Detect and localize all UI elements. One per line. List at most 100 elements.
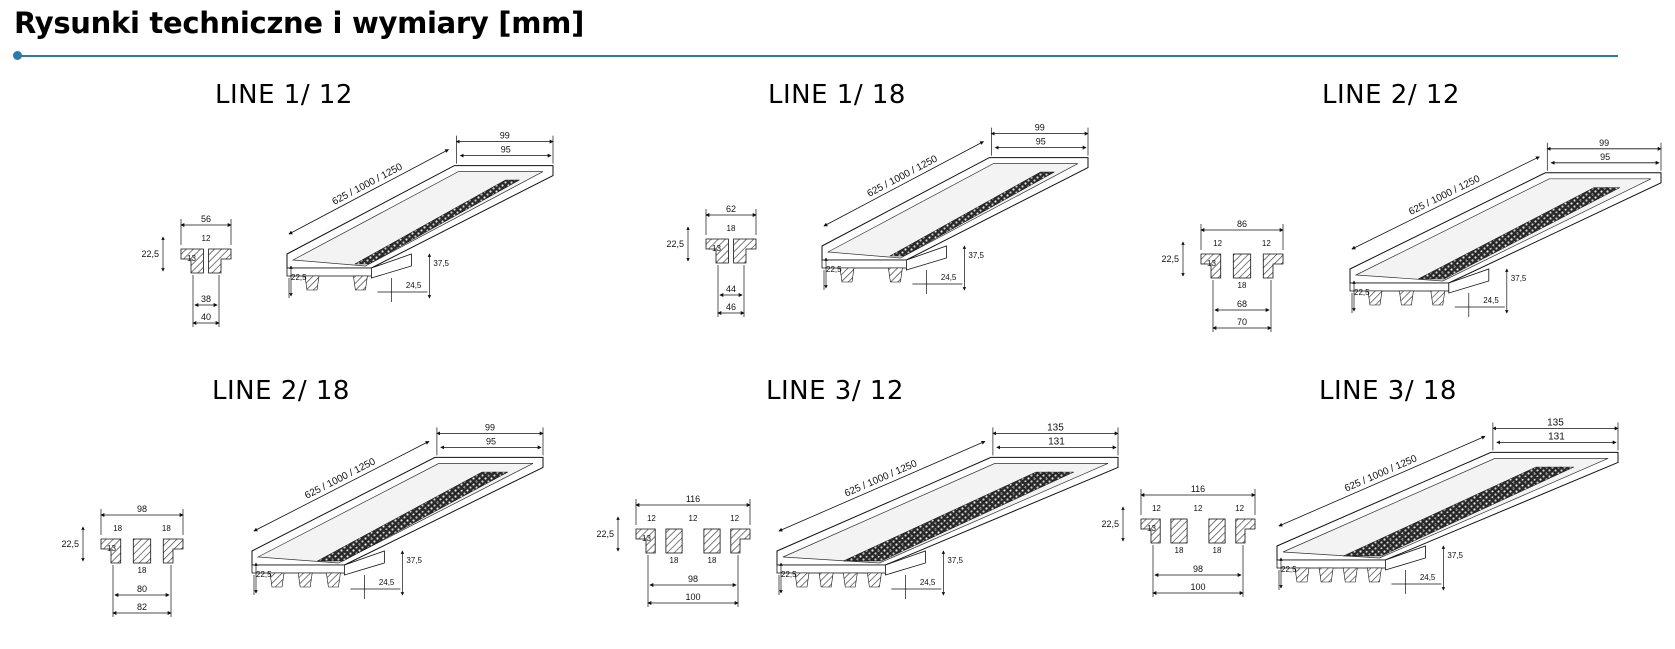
- dim-depth: 13: [187, 254, 196, 263]
- dim-top-width: 116: [1191, 484, 1205, 494]
- dim-height: 22,5: [141, 249, 159, 259]
- dim-total-height: 37,5: [433, 259, 449, 268]
- dim-top-width: 116: [686, 494, 700, 504]
- dim-gap: 12: [647, 514, 656, 523]
- section-left-flange: [1140, 518, 1161, 544]
- grate-front-foot: [818, 572, 834, 588]
- panel-title-line-3-18: LINE 3/ 18: [1319, 376, 1457, 406]
- dim-rib: 18: [670, 556, 679, 565]
- section-rib: [1208, 518, 1226, 544]
- grate-front-foot: [1318, 567, 1334, 583]
- dim-base-height: 24,5: [1420, 573, 1436, 582]
- section-rib: [703, 528, 721, 554]
- panel-title-line-2-12: LINE 2/ 12: [1322, 80, 1460, 110]
- dim-height: 22,5: [61, 539, 79, 549]
- dim-length-line: [1278, 435, 1486, 527]
- dim-depth: 13: [1207, 259, 1216, 268]
- grate-front-foot: [839, 267, 855, 283]
- dim-gap: 18: [113, 524, 122, 533]
- section-right-flange: [1262, 253, 1284, 279]
- dim-base-height: 24,5: [1483, 296, 1499, 305]
- dim-outer-width: 135: [1547, 417, 1564, 428]
- dim-inner-bottom: 80: [137, 584, 147, 594]
- section-rib: [1170, 518, 1188, 544]
- dim-outer-width: 99: [1599, 138, 1609, 148]
- dim-rib: 18: [1238, 281, 1247, 290]
- dim-top-width: 86: [1237, 219, 1247, 229]
- dim-outer-bottom: 70: [1237, 317, 1247, 327]
- grate-front-foot: [1367, 567, 1382, 583]
- dim-total-height: 37,5: [968, 251, 984, 260]
- panel-title-line-3-12: LINE 3/ 12: [766, 376, 904, 406]
- dim-rib: 18: [1213, 546, 1222, 555]
- dim-outer-bottom: 40: [201, 312, 211, 322]
- dim-height: 22,5: [666, 239, 684, 249]
- dim-length-line: [253, 441, 430, 532]
- grate-side-step: [885, 550, 926, 576]
- section-rib: [132, 538, 152, 564]
- title-rule: [18, 55, 1618, 57]
- section-rib: [665, 528, 683, 554]
- dim-length-line: [778, 440, 986, 532]
- grate-side-step: [906, 245, 947, 271]
- dim-outer-bottom: 82: [137, 602, 147, 612]
- grate-side-step: [344, 550, 385, 576]
- dim-outer-bottom: 100: [685, 592, 700, 602]
- dim-edge-height: 22,5: [1354, 288, 1370, 297]
- dim-height: 22,5: [1161, 254, 1179, 264]
- dim-rib: 18: [138, 566, 147, 575]
- panel-title-line-1-18: LINE 1/ 18: [768, 80, 906, 110]
- dim-outer-width: 99: [500, 131, 510, 141]
- cross-section-line-1-12: 56 12 22,5 13 38 40: [141, 214, 232, 327]
- section-right-flange: [730, 528, 751, 554]
- dim-inner-bottom: 98: [1193, 564, 1203, 574]
- grate-front-foot: [794, 572, 810, 588]
- dim-rib: 18: [1175, 546, 1184, 555]
- grate-front-foot: [269, 572, 285, 588]
- dim-gap: 12: [730, 514, 739, 523]
- section-left-flange: [635, 528, 656, 554]
- dim-outer-width: 99: [485, 422, 495, 432]
- dim-inner-bottom: 98: [688, 574, 698, 584]
- section-left-flange: [705, 238, 729, 264]
- grate-front-foot: [1399, 290, 1414, 306]
- dim-gap: 12: [1235, 504, 1244, 513]
- section-right-flange: [733, 238, 757, 264]
- dim-edge-height: 22,5: [781, 570, 797, 579]
- dim-depth: 13: [107, 544, 116, 553]
- page-title: Rysunki techniczne i wymiary [mm]: [14, 6, 585, 40]
- dim-gap: 12: [1194, 504, 1203, 513]
- section-right-flange: [162, 538, 184, 564]
- section-left-flange: [1200, 253, 1222, 279]
- grate-front-foot: [1342, 567, 1358, 583]
- dim-inner-bottom: 38: [201, 294, 211, 304]
- dim-edge-height: 22,5: [1281, 565, 1297, 574]
- section-left-flange: [180, 248, 204, 274]
- dim-gap: 18: [727, 224, 736, 233]
- dim-inner-width: 95: [1036, 137, 1046, 147]
- dim-gap: 12: [1213, 239, 1222, 248]
- grate-front-foot: [1430, 290, 1446, 306]
- dim-gap: 18: [162, 524, 171, 533]
- dim-depth: 13: [1147, 524, 1156, 533]
- dim-gap: 12: [202, 234, 211, 243]
- section-right-flange: [1235, 518, 1256, 544]
- panel-title-line-1-12: LINE 1/ 12: [215, 80, 353, 110]
- dim-outer-bottom: 100: [1190, 582, 1205, 592]
- dim-total-height: 37,5: [1511, 274, 1527, 283]
- grate-front-foot: [867, 572, 882, 588]
- dim-gap: 12: [689, 514, 698, 523]
- grate-front-foot: [304, 275, 320, 291]
- dim-edge-height: 22,5: [291, 273, 307, 282]
- dim-top-width: 56: [201, 214, 211, 224]
- dim-depth: 13: [642, 534, 651, 543]
- grate-front-foot: [326, 572, 341, 588]
